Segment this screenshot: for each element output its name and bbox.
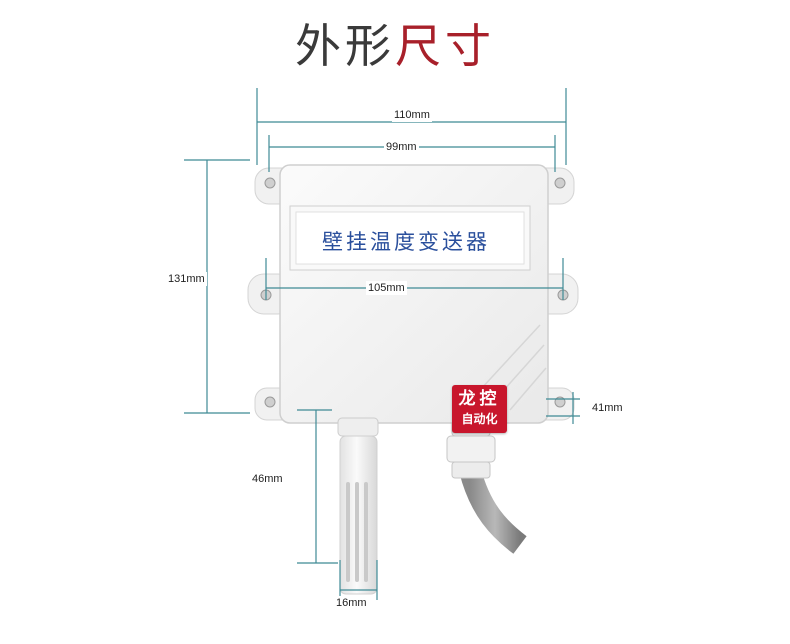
brand-badge: 龙控 自动化 <box>452 385 507 433</box>
enclosure <box>279 164 549 424</box>
page-title: 外形尺寸 <box>0 14 790 78</box>
title-part-2: 尺寸 <box>395 19 495 73</box>
title-part-1: 外形 <box>295 19 395 73</box>
dimension-total-width: 110mm <box>392 108 432 122</box>
dimension-probe-diameter: 16mm <box>334 596 369 610</box>
device-label: 壁挂温度变送器 <box>322 230 490 254</box>
brand-badge-line-1: 龙控 <box>458 389 501 409</box>
dimension-probe-length: 46mm <box>250 472 285 486</box>
dimension-body-width: 99mm <box>384 140 419 154</box>
dimension-depth: 41mm <box>590 401 625 415</box>
cable <box>459 467 527 554</box>
brand-badge-line-2: 自动化 <box>461 412 498 426</box>
dimension-hole-spacing: 105mm <box>366 281 407 295</box>
dimension-height: 131mm <box>166 272 207 286</box>
sensor-probe <box>337 417 379 595</box>
